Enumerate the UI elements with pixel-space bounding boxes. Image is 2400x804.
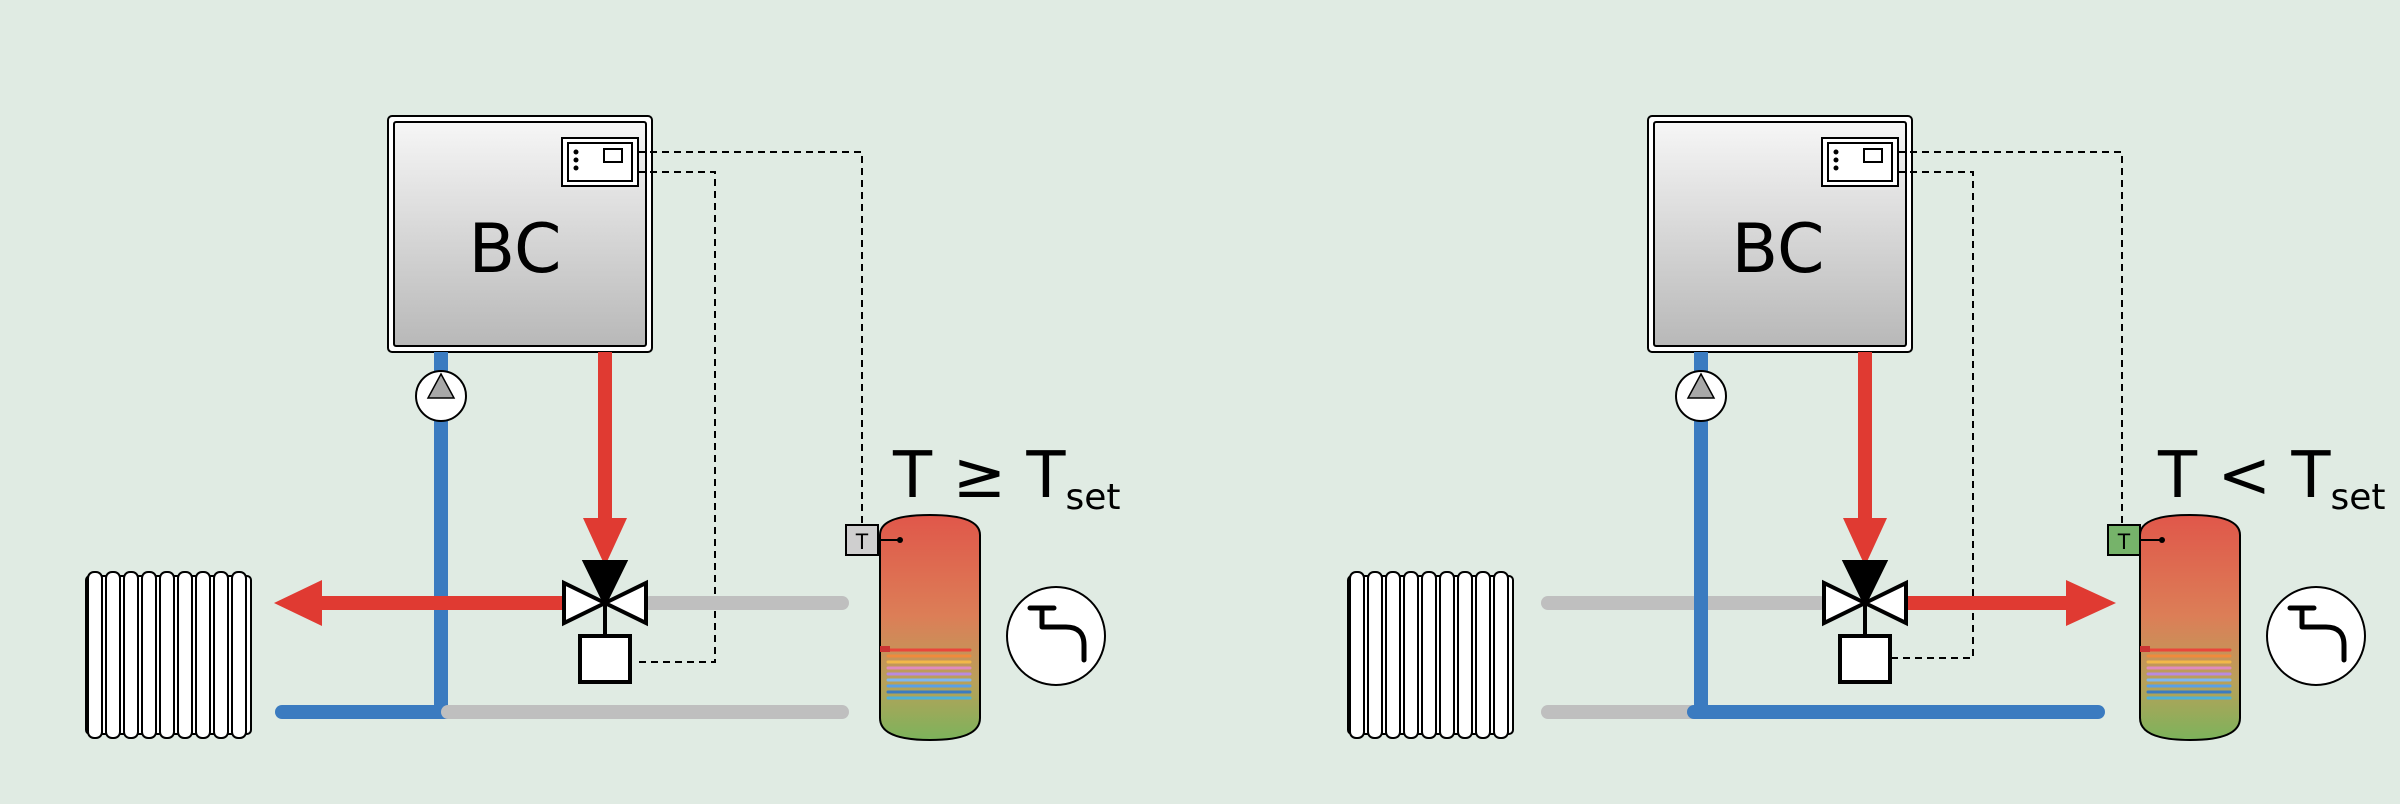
boiler: BC	[1647, 115, 1913, 353]
heating-coil	[886, 648, 972, 700]
faucet-icon	[2266, 586, 2366, 686]
pump-icon	[415, 370, 467, 422]
hot-supply-flow	[274, 352, 627, 626]
faucet-icon	[1006, 586, 1106, 686]
radiator-icon	[1347, 571, 1514, 739]
condition-label: T < Tset	[2157, 439, 2386, 518]
hot-supply-flow	[1843, 352, 2116, 626]
three-way-valve-icon	[1822, 560, 1908, 684]
boiler: BC	[387, 115, 653, 353]
control-wires	[634, 151, 863, 663]
three-way-valve-icon	[562, 560, 648, 684]
sensor-label: T	[855, 529, 868, 554]
cold-return-pipe	[275, 352, 849, 719]
hot-water-tank	[879, 513, 981, 742]
heating-coil	[2146, 648, 2232, 700]
sensor-label: T	[2117, 529, 2130, 554]
control-wires	[1892, 151, 2123, 659]
temperature-sensor: T	[2107, 524, 2165, 556]
condition-label: T ≥ Tset	[892, 439, 1121, 518]
boiler-label: BC	[1732, 210, 1825, 289]
control-panel	[1821, 137, 1899, 187]
panel-2: BC	[1347, 115, 2386, 742]
boiler-label: BC	[469, 210, 562, 289]
pump-icon	[1675, 370, 1727, 422]
temperature-sensor: T	[845, 524, 903, 556]
hot-water-tank	[2139, 513, 2241, 742]
radiator-icon	[85, 571, 252, 739]
control-panel	[561, 137, 639, 187]
panel-1: BC	[85, 115, 1121, 742]
